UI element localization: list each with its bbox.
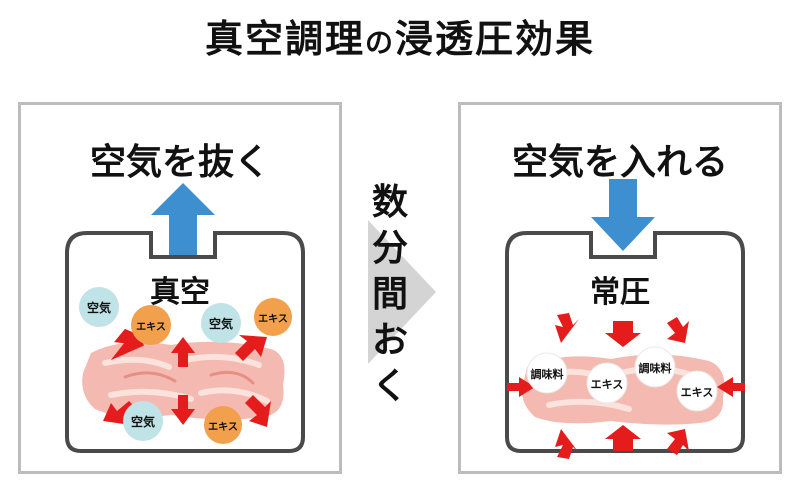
pressure-label: 常圧 <box>590 275 650 310</box>
seasoning-bubble <box>526 352 568 394</box>
extract-bubble <box>204 406 242 444</box>
bubble-label: 空気 <box>86 301 111 315</box>
extract-bubble <box>254 298 292 336</box>
wait-text: 数 分 間 お く <box>360 180 420 410</box>
air-out-arrow-icon <box>151 183 215 255</box>
bubble-label: エキス <box>136 322 166 333</box>
seasoning-bubble <box>634 346 676 388</box>
extract-bubble <box>676 370 718 412</box>
chevron-right-icon <box>368 220 436 364</box>
wait-char: 分 <box>371 228 408 269</box>
wait-char: 数 <box>371 182 408 223</box>
air-bubble <box>201 303 241 343</box>
vacuum-heading: 空気を抜く <box>89 142 270 183</box>
bubble-label: エキス <box>258 314 288 325</box>
wait-indicator: 数 分 間 お く <box>360 180 440 407</box>
page-title: 真空調理の浸透圧効果 <box>0 8 800 63</box>
vacuum-panel: 空気を抜く 真空 空気 エキス <box>18 102 342 474</box>
bubble-label: エキス <box>590 378 624 391</box>
title-part2: 浸透圧効果 <box>395 17 596 61</box>
title-part1: 真空調理 <box>204 17 365 61</box>
extract-bubble <box>131 305 171 345</box>
bubble-label: エキス <box>208 422 238 433</box>
air-bubble <box>123 401 163 441</box>
title-particle: の <box>364 26 395 59</box>
bubble-label: 調味料 <box>638 362 672 375</box>
pressure-panel: 空気を入れる 常圧 調味料 エキス 調味料 エキス <box>458 102 782 474</box>
bubble-label: 調味料 <box>530 368 564 381</box>
pressure-diagram <box>505 179 745 459</box>
pressure-bubbles <box>526 346 718 412</box>
air-in-arrow-icon <box>591 179 655 251</box>
wait-char: く <box>371 366 408 407</box>
bubble-label: 空気 <box>208 317 233 331</box>
pressure-heading: 空気を入れる <box>511 142 728 183</box>
extract-bubble <box>586 362 628 404</box>
inward-arrows <box>507 313 745 459</box>
wait-char: お <box>371 320 408 361</box>
bubble-label: 空気 <box>130 415 155 429</box>
vacuum-bubbles <box>79 287 292 444</box>
bubble-label: エキス <box>680 386 714 399</box>
meat-slice <box>82 341 285 420</box>
air-bubble <box>79 287 119 327</box>
wait-char: 間 <box>371 274 408 315</box>
vacuum-label: 真空 <box>150 275 210 310</box>
vacuum-diagram <box>65 183 305 453</box>
